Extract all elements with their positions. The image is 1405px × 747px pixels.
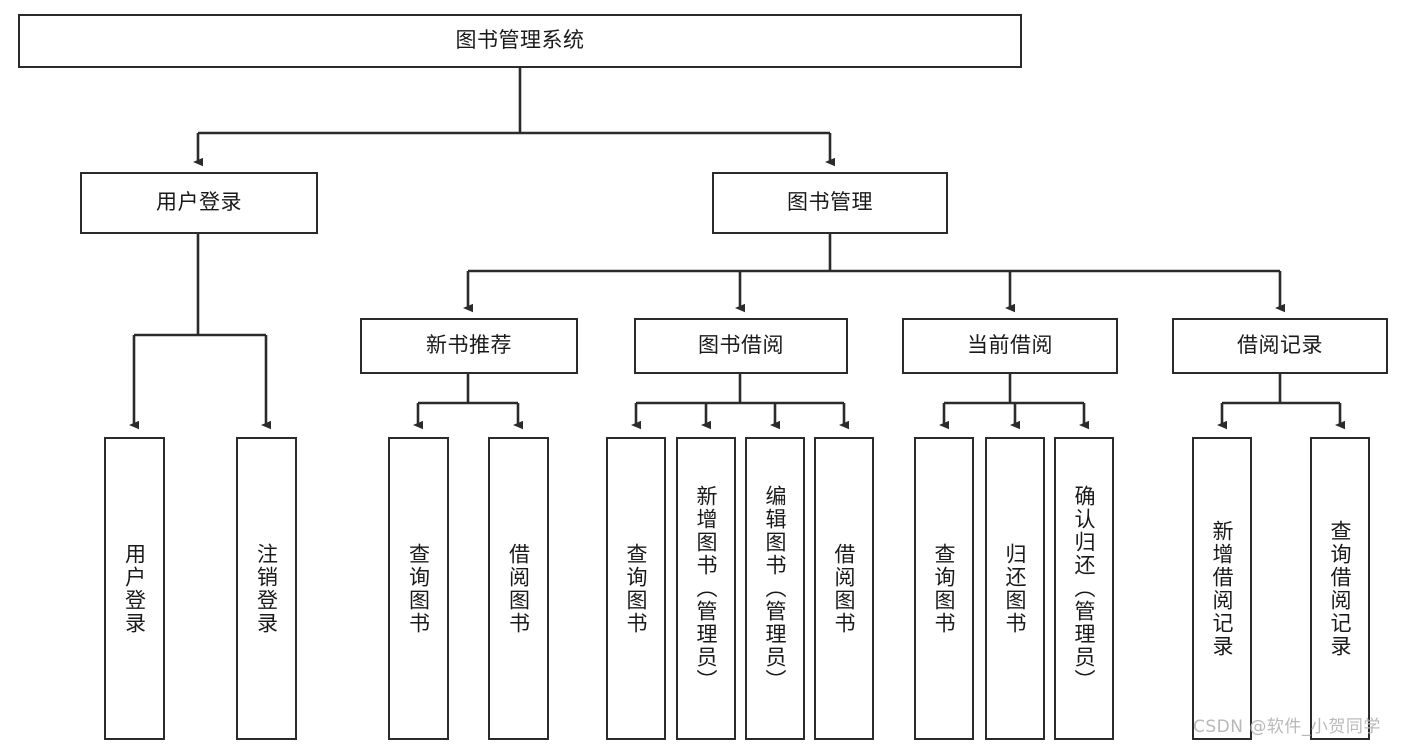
node-book-manage[interactable]: 图书管理 [712,172,948,234]
edge-group-new-book [413,374,523,430]
node-new-book-recommend[interactable]: 新书推荐 [360,318,578,374]
leaf-records-add-record-label: 新增借阅记录 [1210,519,1235,658]
edge-group-current-borrow [939,374,1089,430]
leaf-newbook-query-book-label: 查询图书 [406,542,431,635]
node-new-book-recommend-label: 新书推荐 [426,333,512,358]
edge-group-root [193,68,835,167]
leaf-logout[interactable]: 注销登录 [236,437,297,740]
node-root-label: 图书管理系统 [455,28,585,53]
leaf-current-query-book[interactable]: 查询图书 [914,437,974,740]
leaf-user-login-label: 用户登录 [122,542,147,635]
leaf-records-query-record[interactable]: 查询借阅记录 [1310,437,1370,740]
edge-group-records [1217,374,1345,430]
leaf-logout-label: 注销登录 [254,542,279,635]
leaf-newbook-query-book[interactable]: 查询图书 [388,437,449,740]
edge-group-book-manage [463,234,1285,313]
leaf-current-return-book[interactable]: 归还图书 [985,437,1045,740]
node-user-login[interactable]: 用户登录 [80,172,318,234]
leaf-borrow-query-book[interactable]: 查询图书 [606,437,666,740]
leaf-newbook-borrow-book-label: 借阅图书 [506,542,531,635]
leaf-newbook-borrow-book[interactable]: 借阅图书 [488,437,549,740]
leaf-current-query-book-label: 查询图书 [932,542,957,635]
leaf-borrow-add-book[interactable]: 新增图书（管理员） [676,437,736,740]
leaf-records-add-record[interactable]: 新增借阅记录 [1192,437,1252,740]
leaf-borrow-query-book-label: 查询图书 [624,542,649,635]
node-root[interactable]: 图书管理系统 [18,14,1022,68]
node-user-login-label: 用户登录 [156,190,242,215]
node-borrow-records[interactable]: 借阅记录 [1172,318,1388,374]
node-current-borrow[interactable]: 当前借阅 [902,318,1118,374]
leaf-current-confirm-return-label: 确认归还（管理员） [1072,485,1097,692]
node-book-borrow-label: 图书借阅 [698,333,784,358]
leaf-records-query-record-label: 查询借阅记录 [1328,519,1353,658]
node-current-borrow-label: 当前借阅 [967,333,1053,358]
edge-group-borrow [631,374,849,430]
leaf-borrow-borrow-book-label: 借阅图书 [832,542,857,635]
node-book-borrow[interactable]: 图书借阅 [634,318,848,374]
leaf-borrow-edit-book-label: 编辑图书（管理员） [763,485,788,692]
node-borrow-records-label: 借阅记录 [1237,333,1323,358]
leaf-borrow-edit-book[interactable]: 编辑图书（管理员） [745,437,805,740]
leaf-user-login[interactable]: 用户登录 [104,437,165,740]
leaf-current-confirm-return[interactable]: 确认归还（管理员） [1054,437,1114,740]
edge-group-user-login [129,234,271,430]
node-book-manage-label: 图书管理 [787,190,873,215]
leaf-borrow-add-book-label: 新增图书（管理员） [694,485,719,692]
leaf-current-return-book-label: 归还图书 [1003,542,1028,635]
leaf-borrow-borrow-book[interactable]: 借阅图书 [814,437,874,740]
